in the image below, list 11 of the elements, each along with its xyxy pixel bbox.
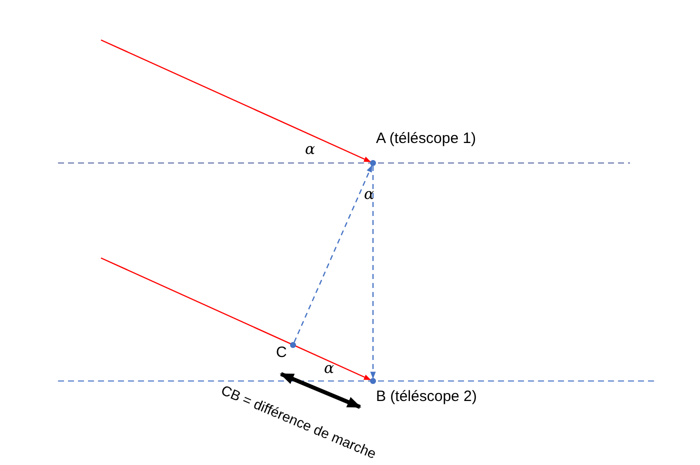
angle-label: α [324,358,334,379]
light-ray-arrow [100,257,371,380]
dashed-arrow [370,166,376,379]
angle-label: α [305,139,316,160]
double-arrow [280,372,362,409]
light-ray-arrow [100,39,371,162]
point-label: B (téléscope 2) [376,387,477,407]
angle-label: α [364,184,374,205]
dashed-arrow [294,165,372,342]
point-label: A (téléscope 1) [376,129,476,149]
point-label: C [276,343,287,363]
